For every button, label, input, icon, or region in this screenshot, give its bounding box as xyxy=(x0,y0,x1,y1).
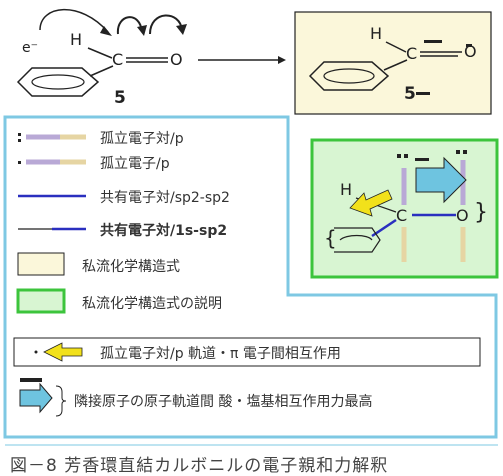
atom-c: C xyxy=(112,50,124,69)
benzene-ring xyxy=(16,67,100,97)
yellow-arrow xyxy=(349,189,393,217)
figure-caption: 図－8 芳香環直結カルボニルの電子親和力解釈 xyxy=(10,456,389,476)
legend-interaction: 孤立電子対/p 軌道・π 電子間相互作用 xyxy=(100,346,341,362)
atom-o: O xyxy=(456,206,469,225)
arrowhead xyxy=(176,24,187,35)
bond-h-c xyxy=(87,47,113,59)
legend-shared-sp2: 共有電子対/sp2-sp2 xyxy=(100,190,230,206)
bond-c-ring xyxy=(383,59,408,71)
explain-box xyxy=(310,138,499,279)
curved-arrow-o xyxy=(149,14,183,35)
arrowhead xyxy=(100,26,112,36)
curved-arrow-c xyxy=(116,16,143,35)
ring-fragment xyxy=(334,227,381,253)
arrowhead xyxy=(278,56,286,64)
lone-pair-bar xyxy=(466,44,472,47)
legend-swatches xyxy=(13,133,481,417)
atom-h: H xyxy=(70,30,83,49)
swatch-cyan-arrow xyxy=(19,382,53,414)
atom-c: C xyxy=(396,206,408,225)
row-frame xyxy=(13,337,481,367)
atom-h: H xyxy=(370,24,383,43)
atom-o: O xyxy=(464,42,477,61)
aromatic-circle xyxy=(31,74,85,90)
brace xyxy=(55,385,67,417)
brace-left: { xyxy=(324,226,337,250)
compound-number: 5 xyxy=(404,84,416,104)
legend-structure: 私流化学構造式 xyxy=(82,259,180,275)
brace-right: } xyxy=(474,200,488,225)
legend-shared-1s: 共有電子対/1s-sp2 xyxy=(100,223,228,239)
swatch-explain-box xyxy=(16,288,66,314)
product-box xyxy=(294,11,492,115)
atom-o: O xyxy=(170,50,183,69)
bond-h-c xyxy=(385,41,407,53)
top-left-structure xyxy=(16,8,286,97)
swatch-structure-box xyxy=(17,252,65,276)
legend-lone-electron: 孤立電子/p xyxy=(100,156,170,172)
curved-arrow-electron xyxy=(39,8,109,33)
cyan-arrow xyxy=(415,156,467,204)
legend-lone-pair: 孤立電子対/p xyxy=(100,131,184,147)
atom-h: H xyxy=(340,180,353,199)
lone-pair-bar xyxy=(424,40,442,43)
legend-explain: 私流化学構造式の説明 xyxy=(82,296,222,312)
charge-bar xyxy=(416,92,430,95)
legend-acid-base: 隣接原子の原子軌道間 酸・塩基相互作用力最高 xyxy=(74,394,373,410)
atom-c: C xyxy=(406,44,418,63)
cyan-frame xyxy=(3,115,498,439)
swatch-yellow-arrow xyxy=(43,342,83,362)
electron-label: e⁻ xyxy=(22,40,39,56)
aromatic-circle xyxy=(323,68,375,84)
arrowhead xyxy=(137,25,147,36)
bond-c-ring xyxy=(89,65,114,77)
benzene-ring xyxy=(308,61,390,91)
compound-number: 5 xyxy=(114,88,126,108)
